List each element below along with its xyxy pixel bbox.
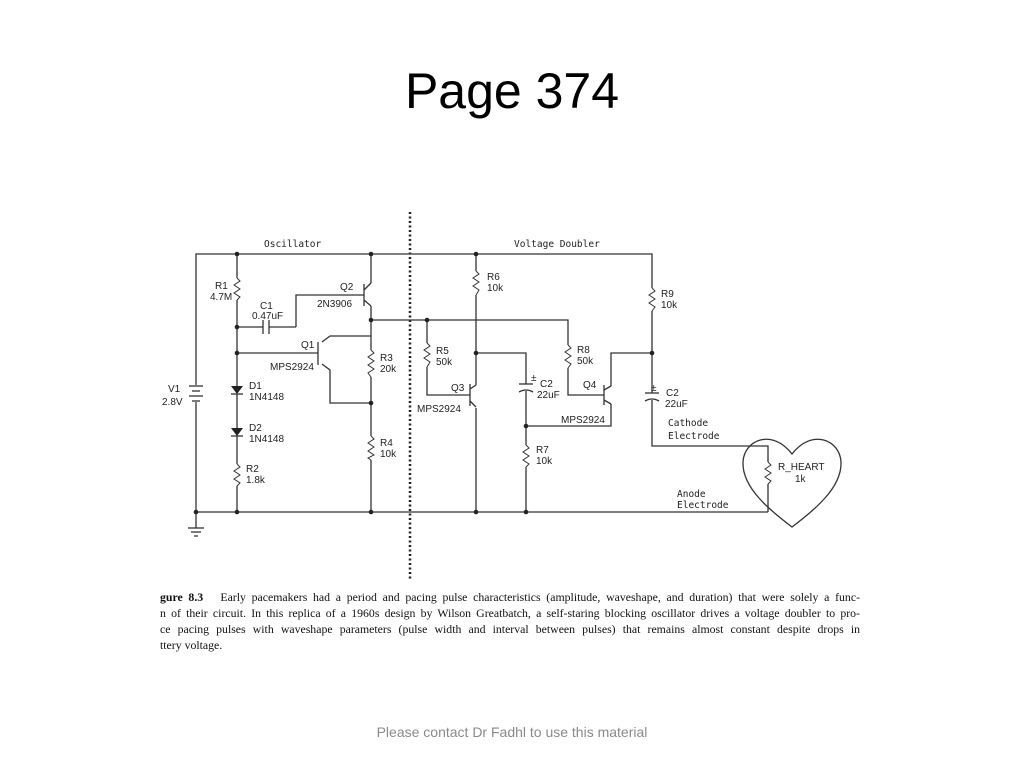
c2-right-ref: C2: [666, 388, 679, 399]
d1-value: 1N4148: [249, 392, 284, 403]
anode-label-1: Anode: [677, 489, 706, 500]
r1-value: 4.7M: [210, 292, 232, 303]
ground-symbol: [188, 512, 204, 537]
figure-label: gure 8.3: [160, 590, 204, 604]
cathode-label-1: Cathode: [668, 418, 708, 429]
caption-line-1: gure 8.3 Early pacemakers had a period a…: [160, 589, 860, 605]
diode-d1: D1 1N4148: [231, 381, 284, 403]
resistor-r9: R9 10k: [648, 287, 678, 312]
q4-ref: Q4: [583, 380, 597, 391]
resistor-r3: R3 20k: [367, 349, 397, 378]
resistor-r2: R2 1.8k: [233, 463, 266, 487]
cathode-label-2: Electrode: [668, 431, 720, 442]
heart-icon: [742, 438, 842, 528]
c1-value: 0.47uF: [252, 311, 283, 322]
caption-text-1: Early pacemakers had a period and pacing…: [220, 590, 860, 604]
r3-value: 20k: [380, 364, 397, 375]
page-title: Page 374: [404, 63, 620, 119]
r5-ref: R5: [436, 346, 449, 357]
d2-ref: D2: [249, 423, 262, 434]
q1-ref: Q1: [301, 340, 315, 351]
resistor-r6: R6 10k: [472, 270, 504, 296]
r2-ref: R2: [246, 464, 259, 475]
transistor-q1: Q1 MPS2924: [270, 340, 319, 373]
q4-value: MPS2924: [561, 415, 605, 426]
heart-load: R_HEART 1k: [742, 438, 842, 528]
d2-value: 1N4148: [249, 434, 284, 445]
rheart-value: 1k: [795, 474, 807, 485]
oscillator-wiring: [195, 253, 768, 513]
capacitor-c1: C1 0.47uF: [252, 301, 283, 334]
r1-ref: R1: [215, 281, 228, 292]
q3-value: MPS2924: [417, 404, 461, 415]
r6-ref: R6: [487, 272, 500, 283]
resistor-r7: R7 10k: [522, 444, 553, 468]
junction-dots: [193, 251, 655, 515]
q2-ref: Q2: [340, 282, 354, 293]
r8-value: 50k: [577, 356, 594, 367]
r4-ref: R4: [380, 438, 393, 449]
resistor-r4: R4 10k: [367, 435, 397, 461]
r7-ref: R7: [536, 445, 549, 456]
section-title-oscillator: Oscillator: [264, 239, 321, 250]
resistor-r8: R8 50k: [564, 344, 594, 369]
circuit-diagram: Oscillator Voltage Doubler: [162, 212, 842, 580]
transistor-q2: Q2 2N3906: [317, 282, 372, 310]
v1-ref: V1: [168, 384, 181, 395]
r9-ref: R9: [661, 289, 674, 300]
r5-value: 50k: [436, 357, 453, 368]
footer-notice: Please contact Dr Fadhl to use this mate…: [376, 724, 648, 740]
resistor-r5: R5 50k: [423, 342, 453, 368]
capacitor-c2-right: ± C2 22uF: [644, 383, 688, 410]
capacitor-c2-left: ± C2 22uF: [518, 373, 560, 401]
caption-line-4: ttery voltage.: [160, 638, 223, 652]
svg-text:±: ±: [531, 373, 537, 384]
c2-right-value: 22uF: [665, 399, 688, 410]
figure-caption: gure 8.3 Early pacemakers had a period a…: [160, 589, 860, 653]
r7-value: 10k: [536, 456, 553, 467]
resistor-r1: R1 4.7M: [210, 277, 241, 303]
diode-d2: D2 1N4148: [231, 423, 284, 445]
r4-value: 10k: [380, 449, 397, 460]
r9-value: 10k: [661, 300, 678, 311]
battery-v1: V1 2.8V: [162, 384, 203, 408]
c1-ref: C1: [260, 301, 273, 312]
transistor-q3: Q3 MPS2924: [417, 383, 477, 415]
r2-value: 1.8k: [246, 475, 266, 486]
q1-value: MPS2924: [270, 362, 314, 373]
v1-value: 2.8V: [162, 397, 183, 408]
svg-text:±: ±: [651, 383, 657, 394]
transistor-q4: Q4 MPS2924: [561, 380, 612, 426]
section-title-voltage-doubler: Voltage Doubler: [514, 239, 600, 250]
anode-label-2: Electrode: [677, 500, 729, 511]
c2-left-value: 22uF: [537, 390, 560, 401]
r6-value: 10k: [487, 283, 504, 294]
q2-value: 2N3906: [317, 299, 352, 310]
d1-ref: D1: [249, 381, 262, 392]
doubler-wiring: [426, 254, 769, 512]
caption-line-3: ce pacing pulses with waveshape paramete…: [160, 622, 860, 636]
r8-ref: R8: [577, 345, 590, 356]
rheart-ref: R_HEART: [778, 462, 825, 473]
c2-left-ref: C2: [540, 379, 553, 390]
r3-ref: R3: [380, 353, 393, 364]
caption-line-2: n of their circuit. In this replica of a…: [160, 606, 860, 620]
q3-ref: Q3: [451, 383, 465, 394]
